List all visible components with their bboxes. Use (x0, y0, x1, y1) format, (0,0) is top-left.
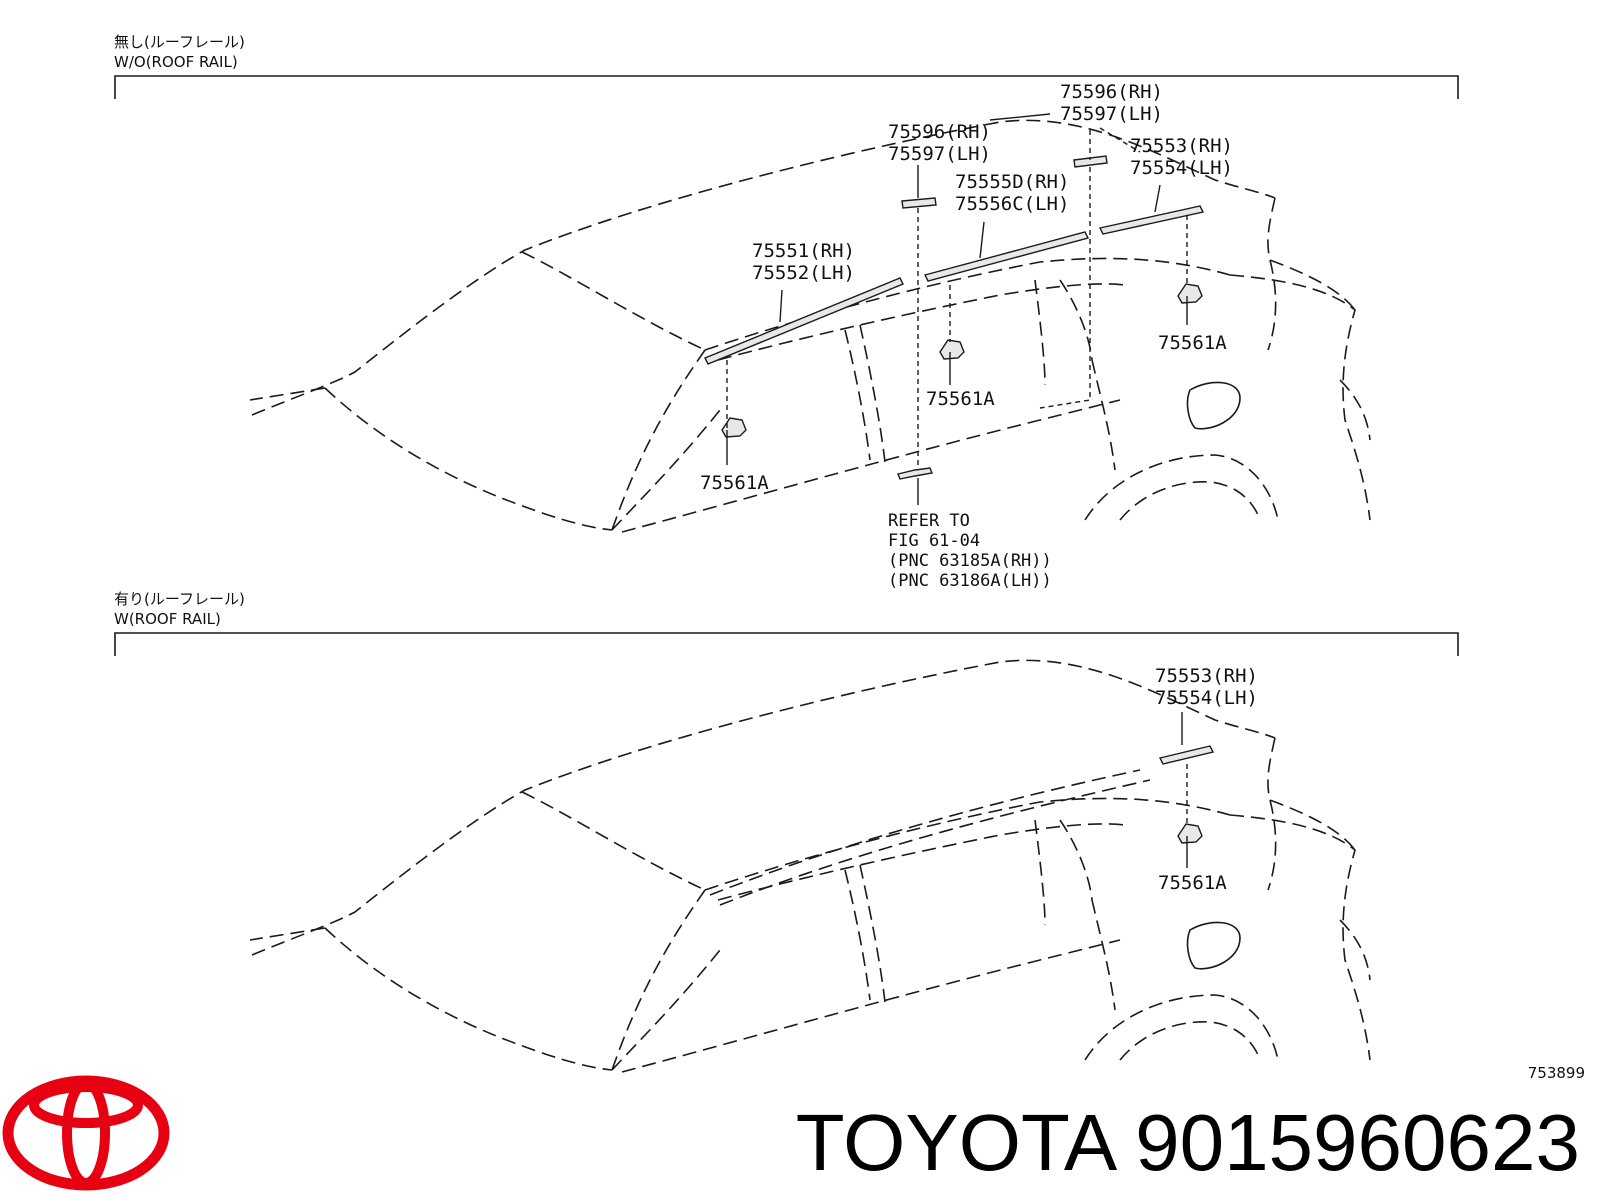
roof-molding-center (923, 231, 1090, 282)
section-2-en-label: W(ROOF RAIL) (114, 610, 221, 628)
callout-75553-rh-2: 75553(RH) (1155, 665, 1258, 687)
callout-75596-rh-top: 75596(RH) (1060, 81, 1163, 103)
molding-cap-mid (901, 197, 937, 209)
callout-75555d-rh: 75555D(RH) (955, 171, 1069, 193)
callout-75551-rh: 75551(RH) (752, 240, 855, 262)
refer-note-line-1: REFER TO (888, 511, 970, 531)
clip-right-icon (1177, 283, 1203, 304)
callout-75596-rh-mid: 75596(RH) (888, 121, 991, 143)
section-2-jp-label: 有り(ルーフレール) (114, 590, 245, 608)
clip-mid-icon (939, 339, 965, 360)
section-1-bracket (114, 75, 1459, 99)
callout-75597-lh-mid: 75597(LH) (888, 143, 991, 165)
callout-clip-right: 75561A (1158, 332, 1227, 354)
roof-molding-front (704, 277, 904, 365)
part-number (1113, 1098, 1135, 1187)
section-1-en-label: W/O(ROOF RAIL) (114, 53, 238, 71)
callout-clip-mid: 75561A (926, 388, 995, 410)
roof-molding-rear-2 (1158, 745, 1215, 765)
callout-clip-right-2: 75561A (1158, 872, 1227, 894)
roof-molding-rear (1098, 205, 1205, 235)
brand-name: TOYOTA (796, 1098, 1118, 1187)
figure-code: 753899 (1528, 1064, 1585, 1082)
section-2-bracket (114, 632, 1459, 656)
refer-note-line-2: FIG 61-04 (888, 531, 980, 551)
clip-left-icon (721, 417, 747, 438)
toyota-logo-icon (2, 1075, 170, 1191)
callout-75556c-lh: 75556C(LH) (955, 193, 1069, 215)
callout-75597-lh-top: 75597(LH) (1060, 103, 1163, 125)
callout-75552-lh: 75552(LH) (752, 262, 855, 284)
callout-clip-left: 75561A (700, 472, 769, 494)
refer-note-line-4: (PNC 63186A(LH)) (888, 571, 1052, 591)
section-without-roof-rail: 無し(ルーフレール) W/O(ROOF RAIL) (114, 33, 1459, 591)
clip-right-2-icon (1177, 823, 1203, 844)
pillar-garnish-part (897, 467, 933, 480)
brand-part-number: TOYOTA 9015960623 (796, 1098, 1580, 1187)
part-number-value: 9015960623 (1135, 1098, 1580, 1187)
section-with-roof-rail: 有り(ルーフレール) W(ROOF RAIL) (114, 590, 1459, 1073)
molding-cap-rear (1073, 155, 1108, 168)
callout-75554-lh: 75554(LH) (1130, 157, 1233, 179)
vehicle-outline-2 (249, 659, 1371, 1073)
callout-75554-lh-2: 75554(LH) (1155, 687, 1258, 709)
refer-note-line-3: (PNC 63185A(RH)) (888, 551, 1052, 571)
callout-75553-rh: 75553(RH) (1130, 135, 1233, 157)
section-1-jp-label: 無し(ルーフレール) (114, 33, 245, 51)
vehicle-outline-1 (249, 119, 1371, 533)
